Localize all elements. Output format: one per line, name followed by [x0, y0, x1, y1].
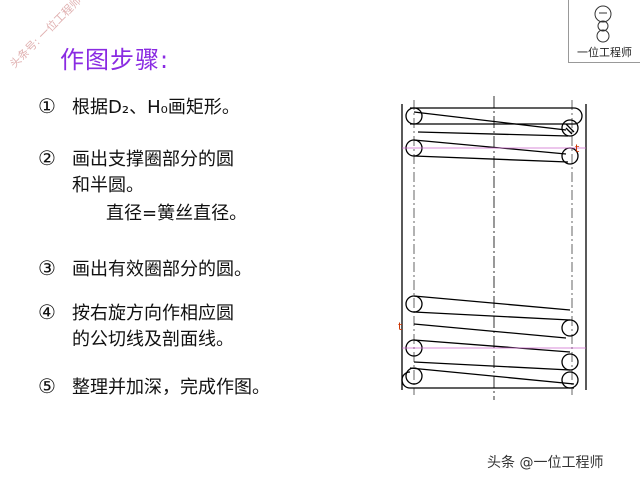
logo-text: 一位工程师	[577, 46, 632, 59]
dim-mark-bottom: t	[398, 320, 403, 333]
page-title: 作图步骤:	[60, 46, 170, 74]
step-2-line3: 直径=簧丝直径。	[106, 203, 248, 224]
top-coils	[405, 107, 583, 165]
step-2-line2: 和半圆。	[72, 175, 144, 196]
gear-logo-icon	[594, 5, 612, 43]
bottom-coils	[401, 295, 579, 389]
dim-mark-top: t	[575, 142, 580, 155]
logo-box	[568, 0, 640, 63]
footer-credit: 头条 @一位工程师	[487, 455, 604, 471]
step-4-line2: 的公切线及剖面线。	[72, 329, 234, 350]
